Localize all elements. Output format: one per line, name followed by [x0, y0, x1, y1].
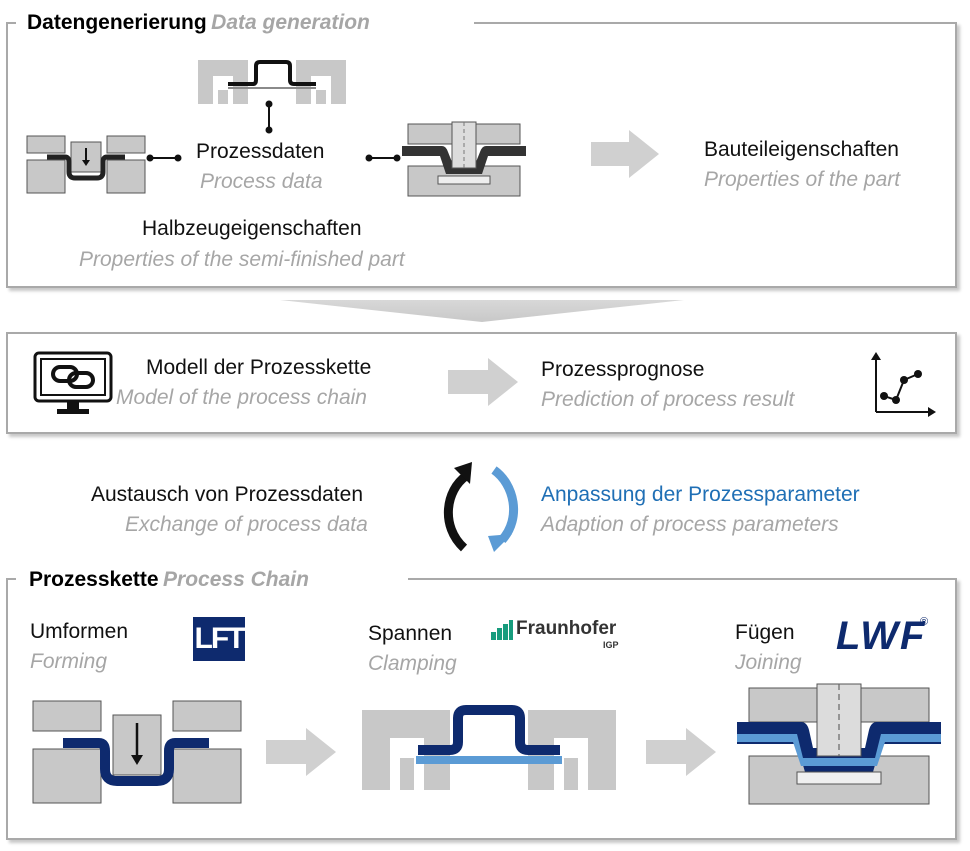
model-en: Model of the process chain	[116, 386, 367, 409]
joining-de: Fügen	[735, 621, 795, 644]
prognosis-en: Prediction of process result	[541, 388, 795, 411]
fraunhofer-text: Fraunhofer	[516, 618, 617, 639]
fraunhofer-sub: IGP	[603, 640, 619, 650]
adaption-de: Anpassung der Prozessparameter	[541, 483, 860, 506]
monitor-link-icon	[33, 351, 113, 414]
semi-finished-en: Properties of the semi-finished part	[79, 248, 405, 271]
forming-en: Forming	[30, 650, 108, 673]
clamping-de: Spannen	[368, 622, 453, 645]
forming-tool-icon-small	[26, 135, 146, 194]
process-data-en: Process data	[200, 170, 323, 193]
data-generation-title-de: Datengenerierung	[27, 11, 207, 34]
arrow-right-icon	[448, 358, 518, 406]
lwf-logo-reg: ®	[920, 616, 929, 628]
lft-logo-text: LFT	[194, 622, 246, 655]
process-chain-title: Prozesskette Process Chain	[29, 568, 309, 592]
exchange-de: Austausch von Prozessdaten	[91, 483, 363, 506]
joining-tool-icon-small	[402, 121, 526, 197]
arrow-right-icon	[591, 130, 659, 178]
clamping-tool-icon	[362, 705, 616, 790]
process-chain-title-de: Prozesskette	[29, 568, 159, 591]
clamping-tool-icon	[198, 60, 346, 104]
semi-finished-de: Halbzeugeigenschaften	[142, 217, 362, 240]
fraunhofer-mark-icon	[491, 620, 513, 640]
connector-left	[146, 154, 182, 162]
lwf-logo: LWF ®	[836, 614, 932, 662]
data-generation-title-en: Data generation	[211, 11, 370, 34]
exchange-en: Exchange of process data	[125, 513, 368, 536]
lwf-logo-text: LWF	[836, 614, 927, 658]
lft-logo: LFT	[193, 617, 245, 661]
process-data-de: Prozessdaten	[196, 140, 325, 163]
joining-tool-icon	[737, 683, 941, 805]
forming-de: Umformen	[30, 620, 129, 643]
part-properties-de: Bauteileigenschaften	[704, 138, 899, 161]
scatter-plot-icon	[871, 352, 936, 417]
arrow-right-icon	[646, 728, 716, 776]
forming-tool-icon	[32, 700, 242, 804]
prognosis-de: Prozessprognose	[541, 358, 705, 381]
adaption-en: Adaption of process parameters	[541, 513, 839, 536]
process-chain-title-en: Process Chain	[163, 568, 309, 591]
arrow-right-icon	[266, 728, 336, 776]
joining-en: Joining	[735, 651, 802, 674]
fraunhofer-logo: Fraunhofer IGP	[491, 618, 621, 654]
connector-vertical	[265, 100, 273, 134]
cycle-arrows-icon	[444, 462, 519, 552]
data-generation-title: Datengenerierung Data generation	[27, 11, 370, 35]
connector-right	[365, 154, 401, 162]
part-properties-en: Properties of the part	[704, 168, 901, 191]
flow-down-chevron	[280, 300, 684, 322]
model-de: Modell der Prozesskette	[146, 356, 372, 379]
clamping-en: Clamping	[368, 652, 457, 675]
